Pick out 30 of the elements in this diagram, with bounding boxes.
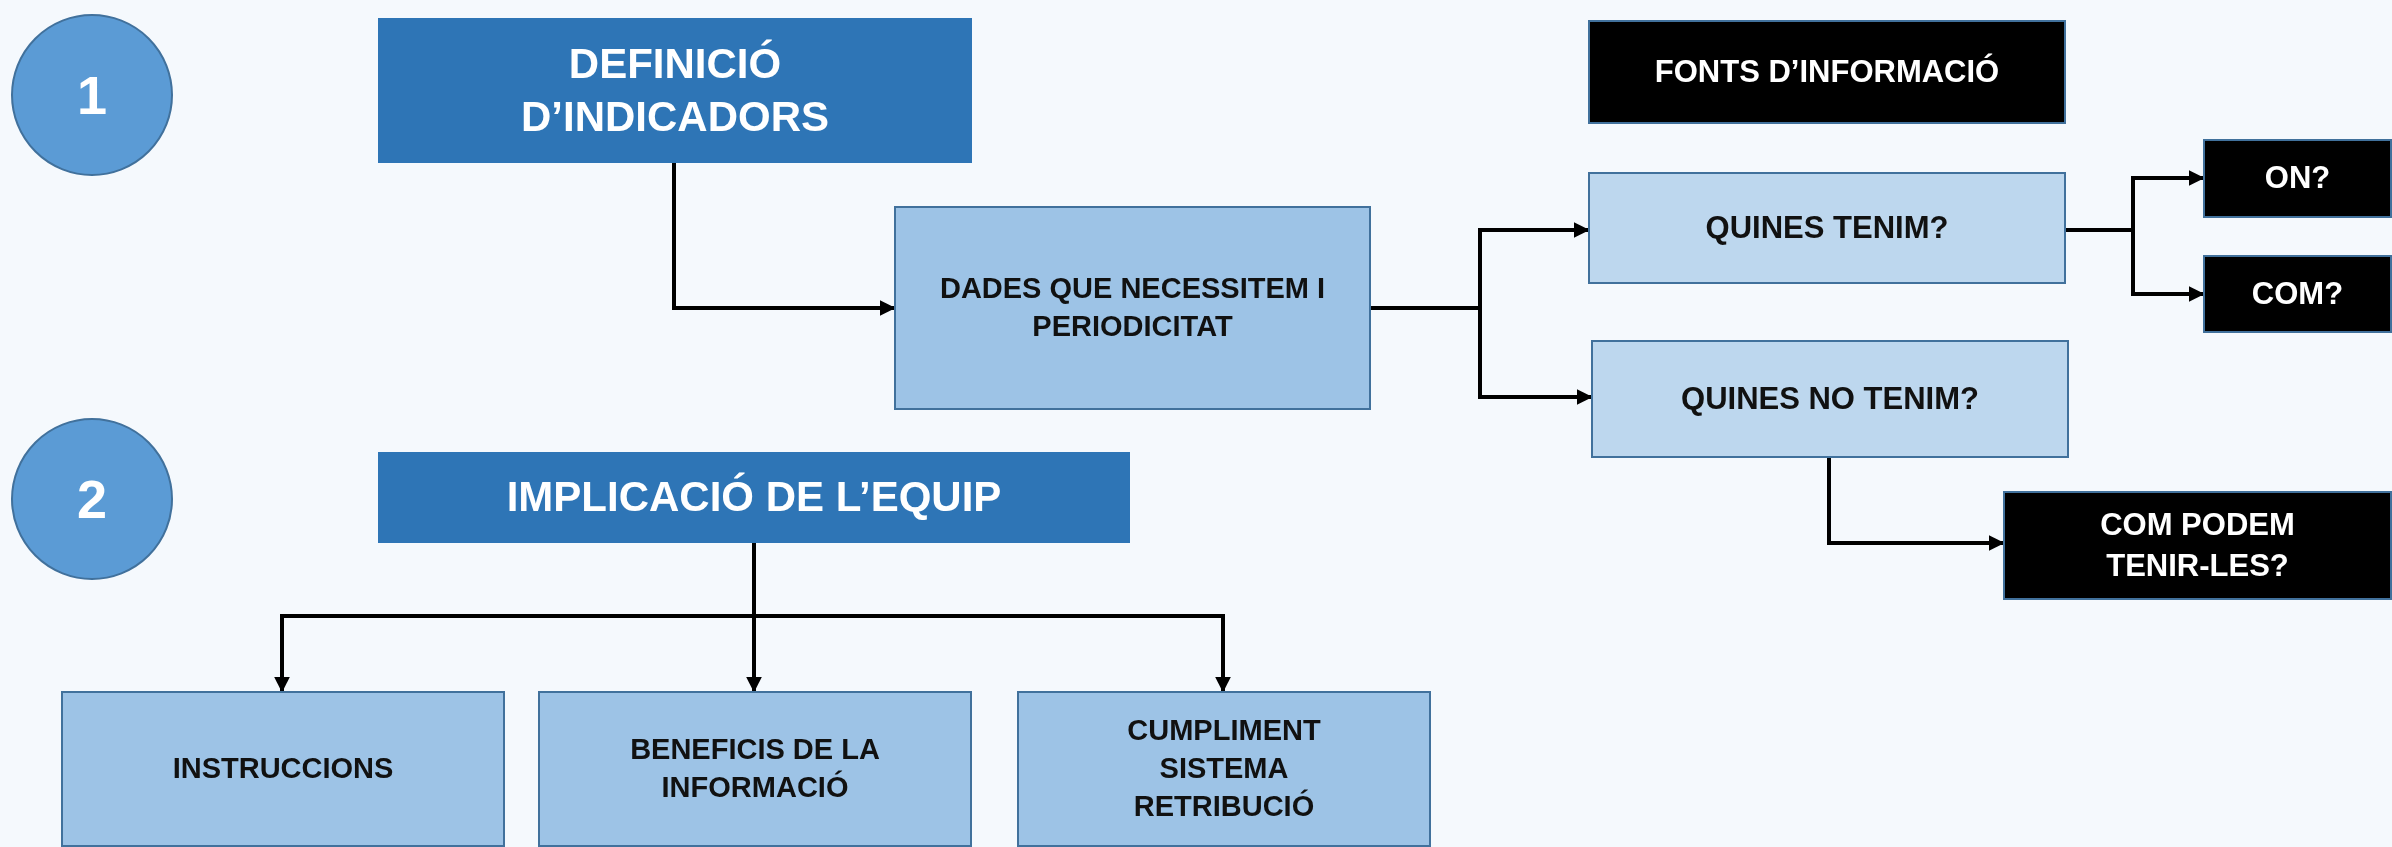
arrow (672, 163, 896, 316)
heading-box (378, 18, 972, 163)
arrow (1371, 306, 1593, 405)
node-label: INSTRUCCIONS (172, 751, 394, 787)
label-box (2203, 255, 2392, 333)
label-box (1588, 20, 2066, 124)
process-box (894, 206, 1371, 410)
heading-box (378, 452, 1130, 543)
label-box (2203, 139, 2392, 218)
node-label: QUINES NO TENIM? (1681, 379, 1979, 418)
arrow (1827, 458, 2005, 551)
node-label: COM PODEM TENIR-LES? (2099, 506, 2296, 585)
node-label: COM? (2251, 274, 2344, 313)
arrow (2066, 228, 2205, 302)
label-box (2003, 491, 2392, 600)
node-label: BENEFICIS DE LA INFORMACIÓ (629, 732, 881, 805)
process-box (1017, 691, 1431, 847)
node-label: 2 (76, 467, 107, 531)
process-box (1588, 172, 2066, 284)
process-box (61, 691, 505, 847)
node-label: CUMPLIMENT SISTEMA RETRIBUCIÓ (1126, 713, 1322, 824)
node-label: QUINES TENIM? (1705, 208, 1949, 247)
process-box (538, 691, 972, 847)
node-label: IMPLICACIÓ DE L’EQUIP (506, 471, 1002, 523)
node-label: DEFINICIÓ D’INDICADORS (520, 38, 830, 142)
node-label: FONTS D’INFORMACIÓ (1654, 52, 2000, 91)
node-label: DADES QUE NECESSITEM I PERIODICITAT (938, 271, 1327, 344)
node-label: ON? (2264, 159, 2331, 198)
process-box (1591, 340, 2069, 458)
node-label: 1 (76, 63, 107, 127)
